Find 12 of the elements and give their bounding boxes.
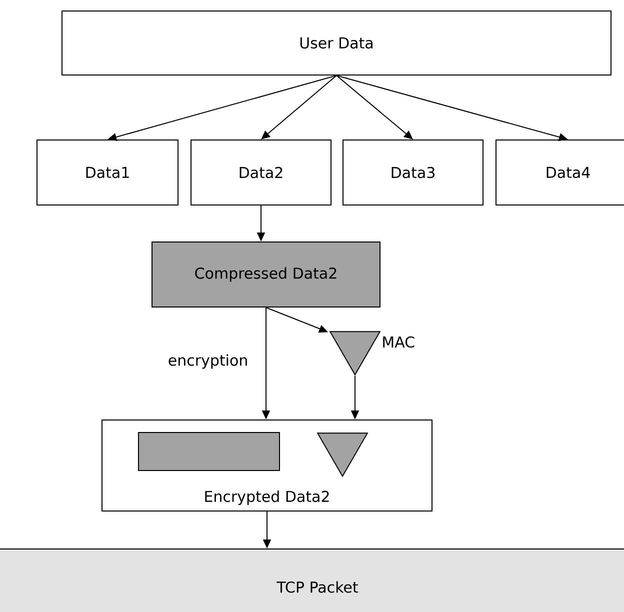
arrow [261, 75, 337, 140]
node-label: MAC [383, 336, 414, 348]
data-box: Data3 [342, 140, 484, 206]
data-box: Data4 [496, 140, 624, 206]
data-block [138, 432, 280, 471]
arrow [336, 75, 413, 140]
data-box: User Data [62, 10, 612, 76]
data-box: Data2 [190, 140, 332, 206]
edge-label: encryption [168, 354, 247, 369]
data-box: Data1 [36, 140, 178, 206]
compressed-data-box: Compressed Data2 [152, 242, 380, 308]
tcp-packet-box: TCP Packet [0, 548, 624, 612]
